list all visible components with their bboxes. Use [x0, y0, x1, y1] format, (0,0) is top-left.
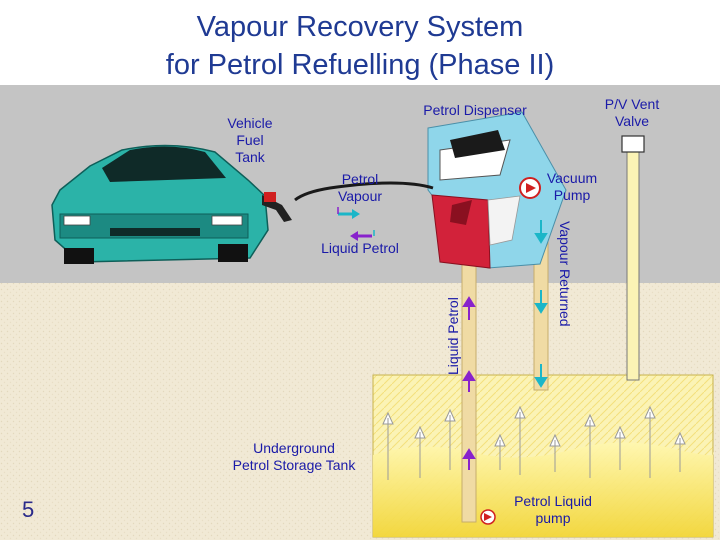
label-vehicle-line-2: Fuel — [236, 132, 264, 148]
page-title: Vapour Recovery System for Petrol Refuel… — [0, 8, 720, 84]
title-line-2: for Petrol Refuelling (Phase II) — [165, 49, 555, 81]
dispenser-hose — [294, 181, 434, 202]
vehicle-car — [51, 144, 269, 264]
label-liquid-pump-line-1: Petrol Liquid — [514, 493, 592, 509]
label-pv-vent-valve: P/V Vent Valve — [590, 96, 674, 130]
label-vacuum-line-1: Vacuum — [546, 170, 598, 186]
label-liquid-petrol: Liquid Petrol — [321, 240, 399, 256]
petrol-dispenser — [427, 111, 567, 269]
vapour-bubbles — [382, 405, 686, 480]
label-underground-line-2: Petrol Storage Tank — [232, 457, 356, 473]
petrol-liquid-pump — [480, 509, 496, 525]
label-vehicle-fuel-tank: Vehicle Fuel Tank — [214, 115, 286, 166]
label-vehicle-line-1: Vehicle — [227, 115, 273, 131]
underground-storage-tank — [372, 374, 714, 538]
vapour-return-arrows — [534, 220, 548, 388]
petrol-vapour-arrow — [337, 207, 360, 219]
label-vehicle-line-3: Tank — [235, 149, 265, 165]
label-petrol-vapour: Petrol Vapour — [325, 171, 395, 205]
fuel-nozzle — [262, 192, 292, 222]
label-petrol-liquid-pump: Petrol Liquid pump — [495, 493, 611, 527]
label-vapour-line-2: Vapour — [337, 188, 383, 204]
label-underground-line-1: Underground — [253, 440, 335, 456]
vacuum-pump — [519, 177, 541, 199]
label-vacuum-line-2: Pump — [553, 187, 591, 203]
label-liquid-petrol-vertical: Liquid Petrol — [445, 297, 461, 375]
label-petrol-dispenser: Petrol Dispenser — [423, 102, 527, 118]
liquid-flow-arrows — [462, 296, 476, 470]
liquid-petrol-arrow — [350, 230, 375, 241]
vapour-recovery-diagram — [0, 85, 720, 540]
label-pv-line-2: Valve — [615, 113, 649, 129]
label-underground-tank: Underground Petrol Storage Tank — [214, 440, 374, 474]
label-pv-line-1: P/V Vent — [604, 96, 660, 112]
pv-vent-valve — [621, 135, 645, 381]
label-vapour-line-1: Petrol — [341, 171, 379, 187]
label-vapour-returned: Vapour Returned — [557, 221, 573, 327]
label-liquid-pump-line-2: pump — [535, 510, 571, 526]
label-vacuum-pump: Vacuum Pump — [534, 170, 610, 204]
page-number: 5 — [22, 497, 35, 522]
title-line-1: Vapour Recovery System — [196, 11, 524, 43]
